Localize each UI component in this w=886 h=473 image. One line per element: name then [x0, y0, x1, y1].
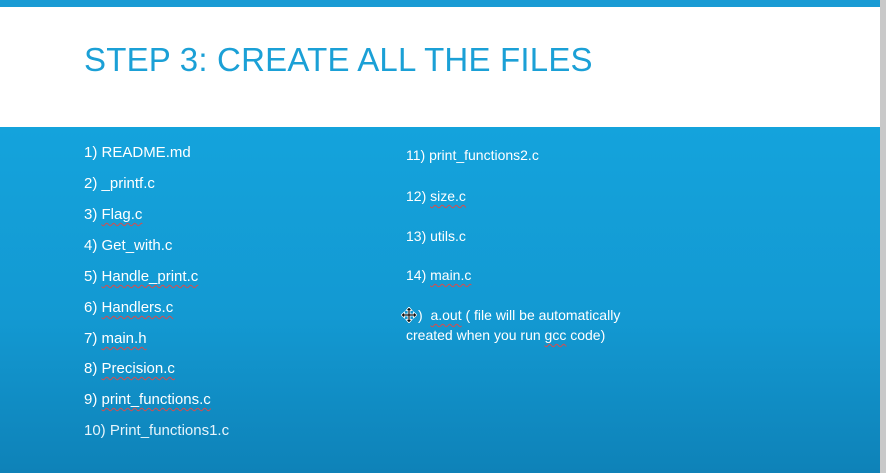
slide-title: STEP 3: CREATE ALL THE FILES [84, 41, 593, 78]
window-edge [880, 0, 886, 473]
list-item: 14) main.c [406, 267, 472, 283]
list-item: 10) Print_functions1.c [84, 422, 230, 439]
list-item: 1) README.md [84, 144, 191, 161]
title-area: STEP 3: CREATE ALL THE FILES [0, 7, 880, 127]
top-accent-band [0, 0, 886, 7]
list-item: 9) print_functions.c [84, 391, 211, 408]
list-item: 5) Handle_print.c [84, 268, 199, 285]
list-item: 4) Get_with.c [84, 237, 173, 254]
note-line-2: created when you run gcc code) [406, 327, 606, 343]
list-item: 13) utils.c [406, 228, 466, 244]
list-item: 12) size.c [406, 188, 466, 204]
list-item: 8) Precision.c [84, 360, 175, 377]
move-cursor-icon [401, 307, 417, 323]
list-item: 3) Flag.c [84, 206, 143, 223]
note-line-1: ) a.out ( file will be automatically [418, 307, 621, 323]
slide-content [0, 127, 880, 473]
list-item: 2) _printf.c [84, 175, 155, 192]
list-item: 11) print_functions2.c [406, 147, 539, 163]
list-item: 6) Handlers.c [84, 299, 174, 316]
list-item: 7) main.h [84, 330, 147, 347]
